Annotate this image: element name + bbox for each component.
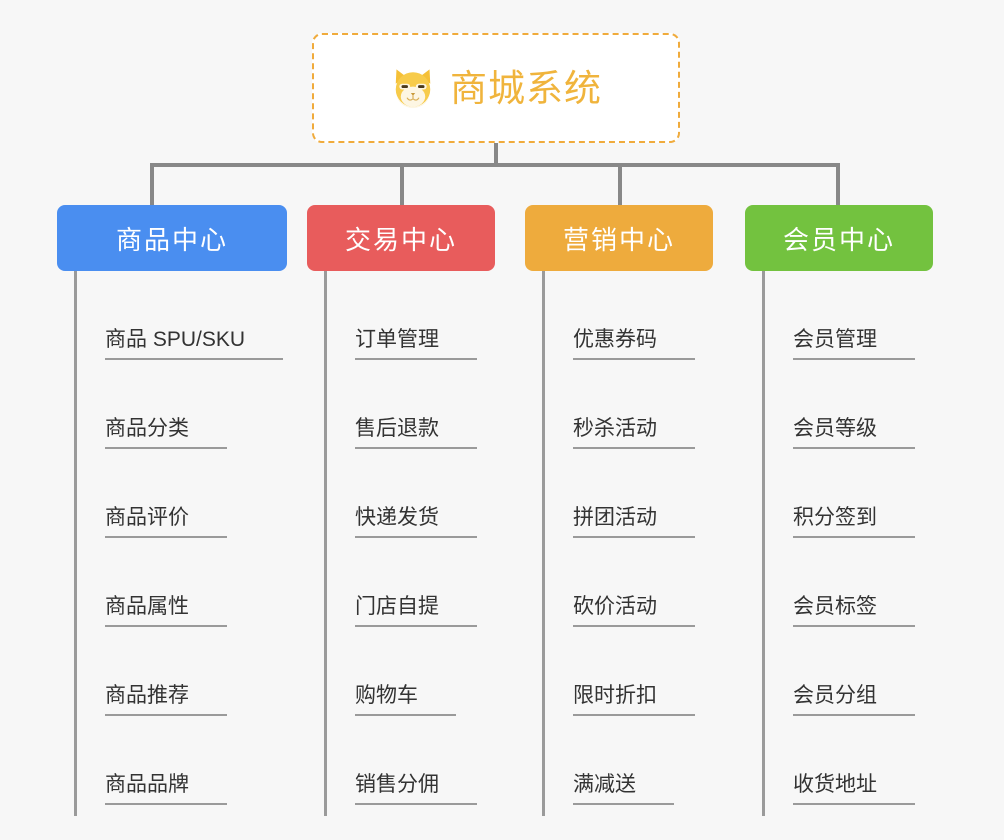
root-node-card[interactable]: 商城系统 xyxy=(312,33,680,143)
leaf-item[interactable]: 会员等级 xyxy=(745,360,933,449)
branch-header-4[interactable]: 会员中心 xyxy=(745,205,933,271)
leaf-list-3: 优惠券码 秒杀活动 拼团活动 砍价活动 限时折扣 满减送 xyxy=(525,271,713,805)
leaf-label: 快递发货 xyxy=(355,507,477,538)
leaf-label: 购物车 xyxy=(355,685,456,716)
leaf-item[interactable]: 限时折扣 xyxy=(525,627,713,716)
leaf-label: 商品属性 xyxy=(105,596,227,627)
leaf-label: 销售分佣 xyxy=(355,774,477,805)
branch-column-4: 会员中心 会员管理 会员等级 积分签到 会员标签 会员分组 收货地址 xyxy=(745,205,933,816)
leaf-label: 商品评价 xyxy=(105,507,227,538)
leaf-label: 会员等级 xyxy=(793,418,915,449)
leaf-label: 商品品牌 xyxy=(105,774,227,805)
leaf-label: 拼团活动 xyxy=(573,507,695,538)
branch-header-2[interactable]: 交易中心 xyxy=(307,205,495,271)
leaf-item[interactable]: 会员管理 xyxy=(745,271,933,360)
branch-spine-4 xyxy=(762,271,765,816)
leaf-label: 商品推荐 xyxy=(105,685,227,716)
leaf-label: 限时折扣 xyxy=(573,685,695,716)
leaf-item[interactable]: 满减送 xyxy=(525,716,713,805)
branch-header-label-4: 会员中心 xyxy=(782,224,895,255)
leaf-label: 优惠券码 xyxy=(573,329,695,360)
leaf-item[interactable]: 商品评价 xyxy=(57,449,287,538)
leaf-list-4: 会员管理 会员等级 积分签到 会员标签 会员分组 收货地址 xyxy=(745,271,933,805)
leaf-label: 订单管理 xyxy=(355,329,477,360)
leaf-item[interactable]: 门店自提 xyxy=(307,538,495,627)
leaf-label: 商品 SPU/SKU xyxy=(105,329,284,360)
leaf-item[interactable]: 会员标签 xyxy=(745,538,933,627)
leaf-item[interactable]: 商品分类 xyxy=(57,360,287,449)
leaf-label: 会员标签 xyxy=(793,596,915,627)
leaf-item[interactable]: 积分签到 xyxy=(745,449,933,538)
branch-drop-1 xyxy=(150,163,154,205)
leaf-item[interactable]: 商品推荐 xyxy=(57,627,287,716)
leaf-item[interactable]: 会员分组 xyxy=(745,627,933,716)
branch-header-label-2: 交易中心 xyxy=(344,224,457,255)
leaf-list-1: 商品 SPU/SKU 商品分类 商品评价 商品属性 商品推荐 商品品牌 xyxy=(57,271,287,805)
leaf-item[interactable]: 售后退款 xyxy=(307,360,495,449)
branch-spine-1 xyxy=(74,271,77,816)
leaf-label: 砍价活动 xyxy=(573,596,695,627)
leaf-item[interactable]: 砍价活动 xyxy=(525,538,713,627)
branch-drop-4 xyxy=(836,163,840,205)
leaf-label: 会员分组 xyxy=(793,685,915,716)
leaf-label: 秒杀活动 xyxy=(573,418,695,449)
branch-drop-3 xyxy=(618,163,622,205)
root-node-label: 商城系统 xyxy=(450,67,602,109)
leaf-item[interactable]: 秒杀活动 xyxy=(525,360,713,449)
branch-header-3[interactable]: 营销中心 xyxy=(525,205,713,271)
shiba-dog-icon xyxy=(395,69,431,109)
leaf-item[interactable]: 快递发货 xyxy=(307,449,495,538)
branch-connector-bus xyxy=(150,163,840,167)
leaf-label: 商品分类 xyxy=(105,418,227,449)
leaf-item[interactable]: 优惠券码 xyxy=(525,271,713,360)
branch-drop-2 xyxy=(400,163,404,205)
leaf-item[interactable]: 拼团活动 xyxy=(525,449,713,538)
leaf-label: 门店自提 xyxy=(355,596,477,627)
leaf-item[interactable]: 购物车 xyxy=(307,627,495,716)
root-connector-stem xyxy=(494,143,498,165)
leaf-item[interactable]: 商品 SPU/SKU xyxy=(57,271,287,360)
leaf-item[interactable]: 订单管理 xyxy=(307,271,495,360)
leaf-item[interactable]: 销售分佣 xyxy=(307,716,495,805)
leaf-item[interactable]: 商品属性 xyxy=(57,538,287,627)
branch-spine-2 xyxy=(324,271,327,816)
leaf-label: 满减送 xyxy=(573,774,674,805)
branch-column-1: 商品中心 商品 SPU/SKU 商品分类 商品评价 商品属性 商品推荐 商品品牌 xyxy=(57,205,287,816)
branch-column-2: 交易中心 订单管理 售后退款 快递发货 门店自提 购物车 销售分佣 xyxy=(307,205,495,816)
leaf-label: 售后退款 xyxy=(355,418,477,449)
leaf-item[interactable]: 商品品牌 xyxy=(57,716,287,805)
branch-column-3: 营销中心 优惠券码 秒杀活动 拼团活动 砍价活动 限时折扣 满减送 xyxy=(525,205,713,816)
leaf-item[interactable]: 收货地址 xyxy=(745,716,933,805)
branch-header-label-1: 商品中心 xyxy=(115,224,228,255)
leaf-label: 会员管理 xyxy=(793,329,915,360)
branch-spine-3 xyxy=(542,271,545,816)
leaf-label: 收货地址 xyxy=(793,774,915,805)
branch-header-1[interactable]: 商品中心 xyxy=(57,205,287,271)
branch-header-label-3: 营销中心 xyxy=(562,224,675,255)
leaf-label: 积分签到 xyxy=(793,507,915,538)
leaf-list-2: 订单管理 售后退款 快递发货 门店自提 购物车 销售分佣 xyxy=(307,271,495,805)
